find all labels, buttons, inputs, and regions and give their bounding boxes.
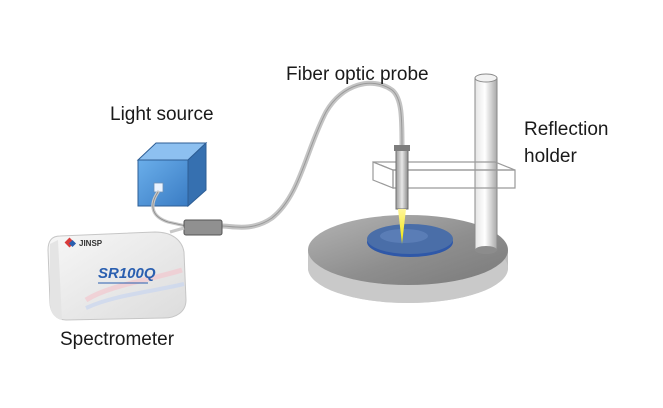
label-reflection-holder-line2: holder bbox=[524, 146, 577, 167]
fiber-optic-cable bbox=[219, 80, 405, 230]
reflection-holder-base bbox=[308, 215, 508, 303]
reflection-holder-post bbox=[474, 73, 498, 254]
jinsp-logo-icon bbox=[64, 237, 77, 248]
spectrometer-model: SR100Q bbox=[98, 265, 156, 282]
fiber-optic-probe bbox=[394, 145, 410, 244]
label-reflection-holder-line1: Reflection bbox=[524, 119, 609, 140]
label-fiber-optic-probe: Fiber optic probe bbox=[286, 64, 429, 85]
spectrometer-device: JINSP SR100Q bbox=[47, 231, 187, 321]
sample-disc bbox=[367, 224, 453, 257]
spectrometer-brand: JINSP bbox=[79, 239, 103, 248]
label-spectrometer: Spectrometer bbox=[60, 329, 175, 350]
reflection-holder-arm bbox=[372, 161, 516, 189]
probe-light-tip bbox=[398, 209, 406, 244]
fiber-connector bbox=[183, 219, 223, 236]
light-source-box bbox=[136, 141, 208, 208]
label-light-source: Light source bbox=[110, 104, 214, 125]
